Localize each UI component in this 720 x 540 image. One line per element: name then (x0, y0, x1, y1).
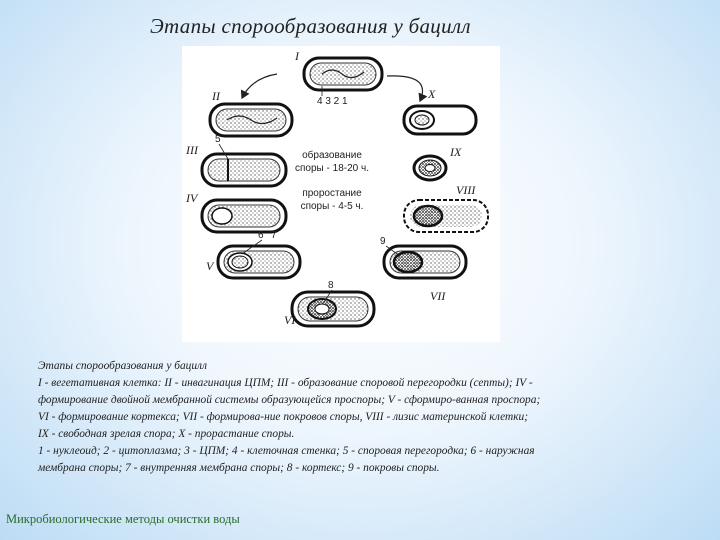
spore-stage-IX (412, 154, 448, 182)
caption-line: мембрана споры; 7 - внутренняя мембрана … (38, 462, 440, 474)
center-text-1-line-2: споры - 18-20 ч. (295, 163, 369, 174)
cell-stage-X (402, 104, 478, 136)
pointer-line (323, 289, 333, 303)
center-text-2-line-1: проростание (302, 188, 362, 199)
pointer-line (385, 245, 401, 257)
center-text-1-line-1: образование (302, 149, 362, 161)
stage-label-IV: IV (185, 191, 199, 205)
stage-label-VII: VII (430, 289, 446, 303)
cell-stage-V (216, 244, 302, 280)
stage-label-I: I (294, 49, 300, 63)
stage-label-IX: IX (449, 145, 462, 159)
number-label-7: 7 (271, 230, 277, 241)
caption-line: 1 - нуклеоид; 2 - цитоплазма; 3 - ЦПМ; 4… (38, 445, 535, 457)
cell-stage-II (208, 102, 294, 138)
cycle-arrow (240, 73, 278, 100)
caption-line: формирование двойной мембранной системы … (38, 394, 541, 406)
cell-stage-VI (290, 290, 376, 328)
cell-stage-I (302, 56, 384, 92)
sporulation-diagram-svg: образование споры - 18-20 ч. проростание… (185, 49, 489, 328)
number-label-9: 9 (380, 236, 386, 247)
sporulation-diagram: образование споры - 18-20 ч. проростание… (182, 46, 500, 342)
caption-line: VI - формирование кортекса; VII - формир… (38, 411, 529, 423)
caption-line: Этапы спорообразования у бацилл (38, 360, 207, 372)
stage-label-V: V (206, 259, 215, 273)
pointer-line (241, 239, 263, 255)
number-label-6: 6 (258, 230, 264, 241)
figure-caption: Этапы спорообразования у бацилл I - веге… (38, 358, 710, 477)
stage-label-X: X (427, 87, 436, 101)
center-text-2-line-2: споры - 4-5 ч. (301, 201, 364, 212)
number-labels-top: 4 3 2 1 (317, 96, 348, 107)
cycle-arrow (386, 75, 428, 103)
caption-line: I - вегетативная клетка: II - инвагинаци… (38, 377, 533, 389)
slide-footer: Микробиологические методы очистки воды (6, 512, 240, 526)
number-label-8: 8 (328, 280, 334, 291)
cell-stage-IV (200, 198, 288, 234)
caption-line: IX - свободная зрелая спора; X - прораст… (38, 428, 295, 440)
stage-label-II: II (211, 89, 221, 103)
cell-stage-III (200, 152, 288, 188)
stage-label-III: III (185, 143, 199, 157)
stage-label-VI: VI (284, 313, 296, 327)
cell-stage-VII (382, 244, 468, 280)
slide-title: Этапы спорообразования у бацилл (150, 14, 471, 38)
number-label-5: 5 (215, 134, 221, 145)
stage-label-VIII: VIII (456, 183, 476, 197)
pointer-line (218, 143, 229, 160)
cell-stage-VIII (403, 199, 489, 233)
